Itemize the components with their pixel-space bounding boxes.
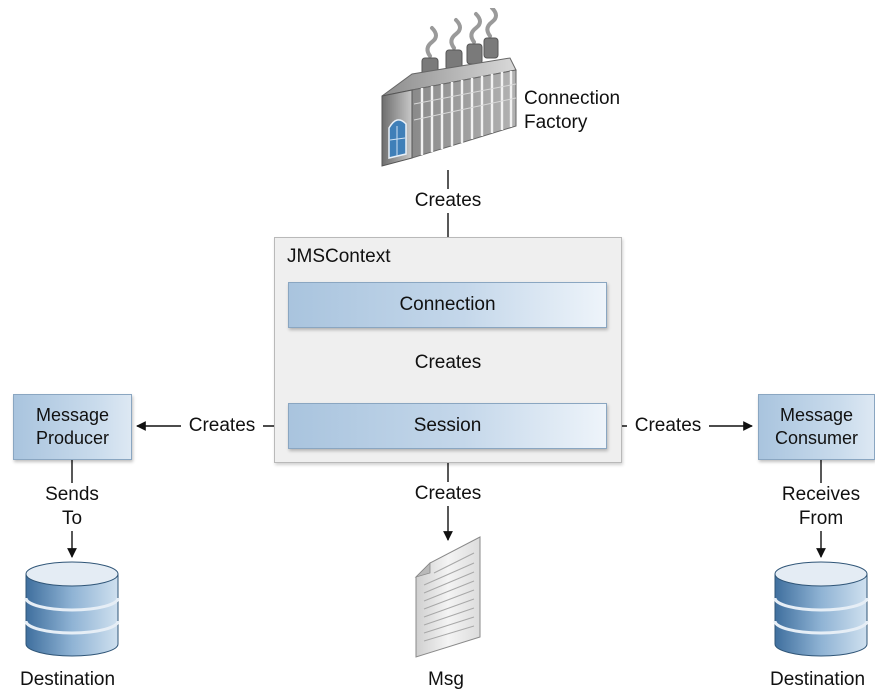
factory-icon <box>381 8 517 167</box>
factory-label-line2: Factory <box>524 112 588 133</box>
msg-document-icon <box>414 536 481 658</box>
destination-left-database-icon <box>24 561 120 657</box>
factory-label-line1: Connection <box>524 88 621 109</box>
destination-right-label: Destination <box>770 669 866 690</box>
producer-label-line1: Message <box>35 405 110 425</box>
consumer-creates-label: Creates <box>627 414 709 438</box>
destination-left-label: Destination <box>20 669 116 690</box>
consumer-label-line2: Consumer <box>774 428 859 448</box>
producer-label-line2: Producer <box>35 428 110 448</box>
message-consumer-box: Message Consumer <box>758 394 875 460</box>
message-producer-box: Message Producer <box>13 394 132 460</box>
sends-to-label-line2: To <box>32 507 112 531</box>
connection-box: Connection <box>288 282 607 328</box>
factory-creates-label: Creates <box>404 189 492 213</box>
destination-right-database-icon <box>773 561 869 657</box>
receives-from-label-line1: Receives <box>773 483 869 507</box>
sends-to-label-line1: Sends <box>32 483 112 507</box>
consumer-label-line1: Message <box>779 405 854 425</box>
connection-label: Connection <box>399 294 496 315</box>
session-label: Session <box>413 415 482 436</box>
producer-creates-label: Creates <box>181 414 263 438</box>
receives-from-label-line2: From <box>773 507 869 531</box>
jmscontext-title: JMSContext <box>287 246 391 267</box>
session-box: Session <box>288 403 607 449</box>
connection-creates-label: Creates <box>404 351 492 375</box>
msg-creates-label: Creates <box>404 482 492 506</box>
msg-label: Msg <box>428 669 464 690</box>
